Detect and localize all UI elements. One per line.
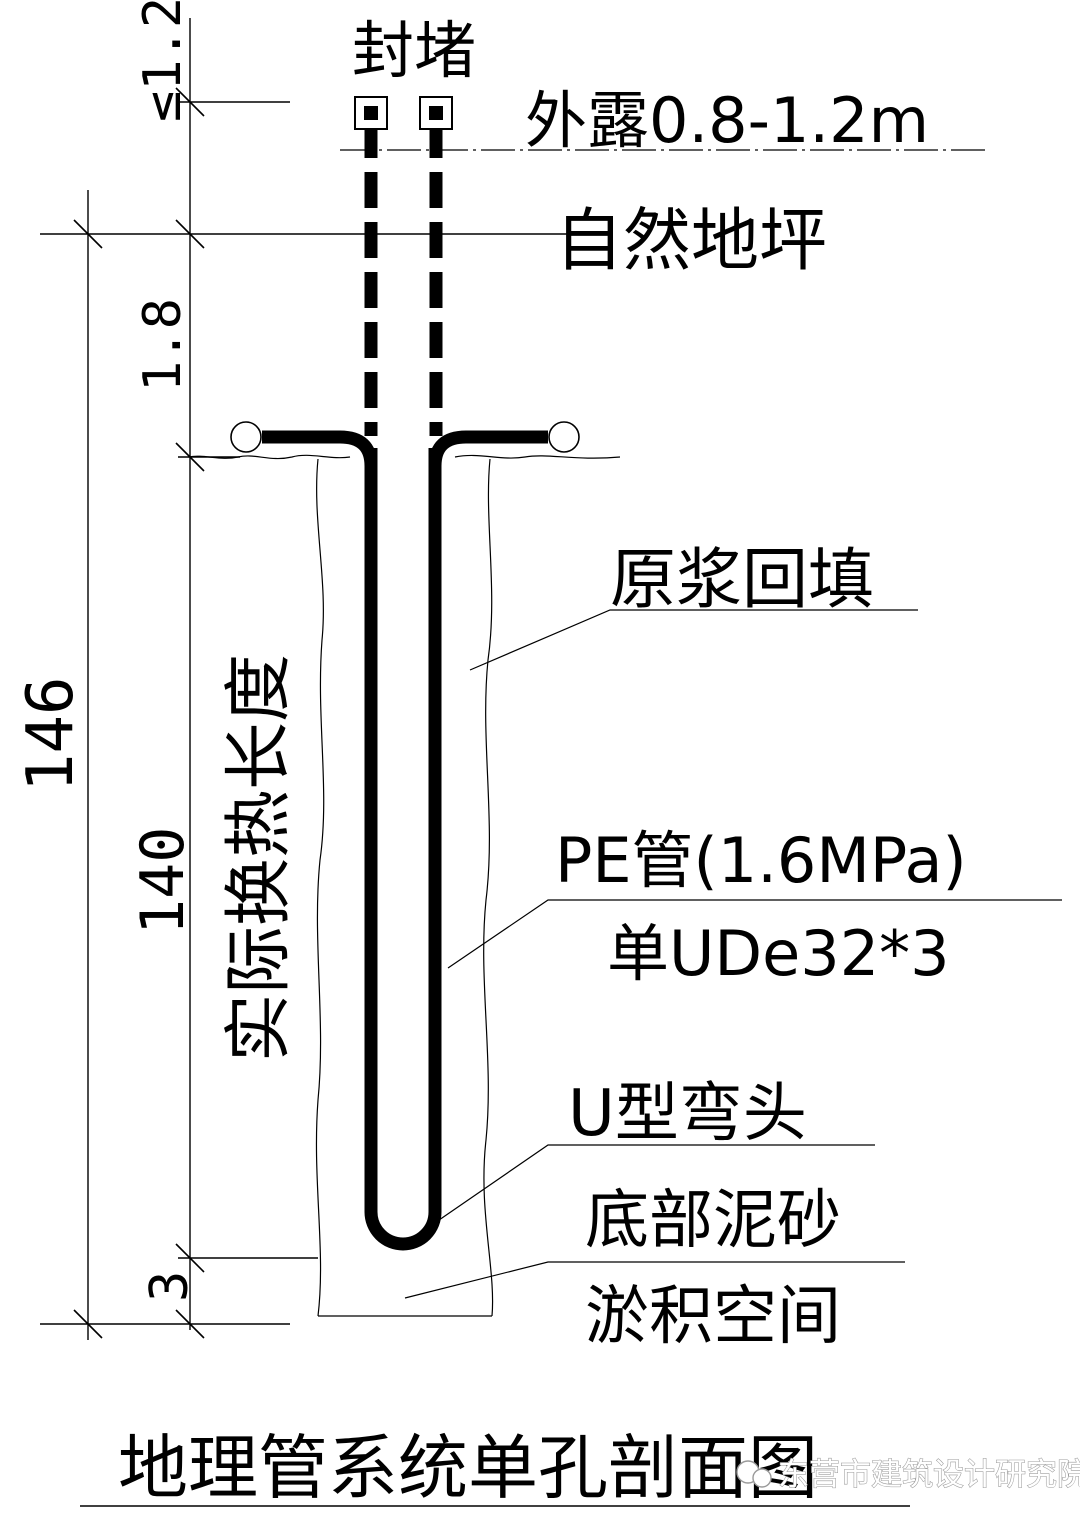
dim-upper-text: 1.8 xyxy=(133,298,193,392)
dim-top-text: ≤1.2 xyxy=(133,0,193,122)
pipe-header-left xyxy=(262,430,378,467)
ground-level-label: 自然地坪 xyxy=(555,202,827,281)
u-bend-label: U型弯头 xyxy=(568,1077,807,1151)
pipe-header-right xyxy=(428,430,548,467)
tick-mark xyxy=(73,219,103,249)
tick-mark xyxy=(175,219,205,249)
watermark-text: 东营市建筑设计研究院 xyxy=(778,1457,1080,1493)
dim-main-text: 140 xyxy=(128,827,198,935)
tick-mark xyxy=(175,1243,205,1273)
tick-mark xyxy=(73,1309,103,1339)
sediment-label-line2: 淤积空间 xyxy=(585,1280,841,1354)
header-joint-left xyxy=(230,421,262,453)
leader-lines xyxy=(404,609,1062,1299)
pipe-u-loop xyxy=(364,448,442,1251)
leader-sediment xyxy=(404,1261,905,1299)
borehole-left-wall xyxy=(315,458,325,1317)
watermark-logo-icon xyxy=(736,1460,772,1488)
borehole-right-wall xyxy=(483,458,494,1317)
pe-pipe-label: PE管(1.6MPa) xyxy=(555,824,967,897)
header-joint-right xyxy=(548,421,580,453)
leader-backfill xyxy=(469,609,918,671)
seal-label: 封堵 xyxy=(352,14,476,87)
ground-surface-line xyxy=(187,454,621,460)
diagram-title: 地理管系统单孔剖面图 xyxy=(118,1427,818,1509)
pe-u-pipe xyxy=(230,96,580,1251)
dim-total-text: 146 xyxy=(14,676,88,792)
tick-mark xyxy=(175,1309,205,1339)
effective-length-label: 实际换热长度 xyxy=(220,654,299,1062)
backfill-label: 原浆回填 xyxy=(610,541,874,618)
dim-bottom-text: 3 xyxy=(140,1271,200,1302)
exposed-height-label: 外露0.8-1.2m xyxy=(525,84,929,157)
leader-pe-pipe xyxy=(447,899,1062,969)
watermark: 东营市建筑设计研究院 xyxy=(736,1456,1080,1494)
borehole-outline xyxy=(187,454,621,1317)
seal-cap-left xyxy=(354,96,388,130)
pipe-spec-label: 单UDe32*3 xyxy=(607,917,950,990)
dimension-chain xyxy=(40,18,600,1340)
seal-cap-right xyxy=(419,96,453,130)
sediment-label-line1: 底部泥砂 xyxy=(585,1184,841,1258)
tick-mark xyxy=(175,87,205,117)
leader-u-bend xyxy=(409,1144,875,1241)
